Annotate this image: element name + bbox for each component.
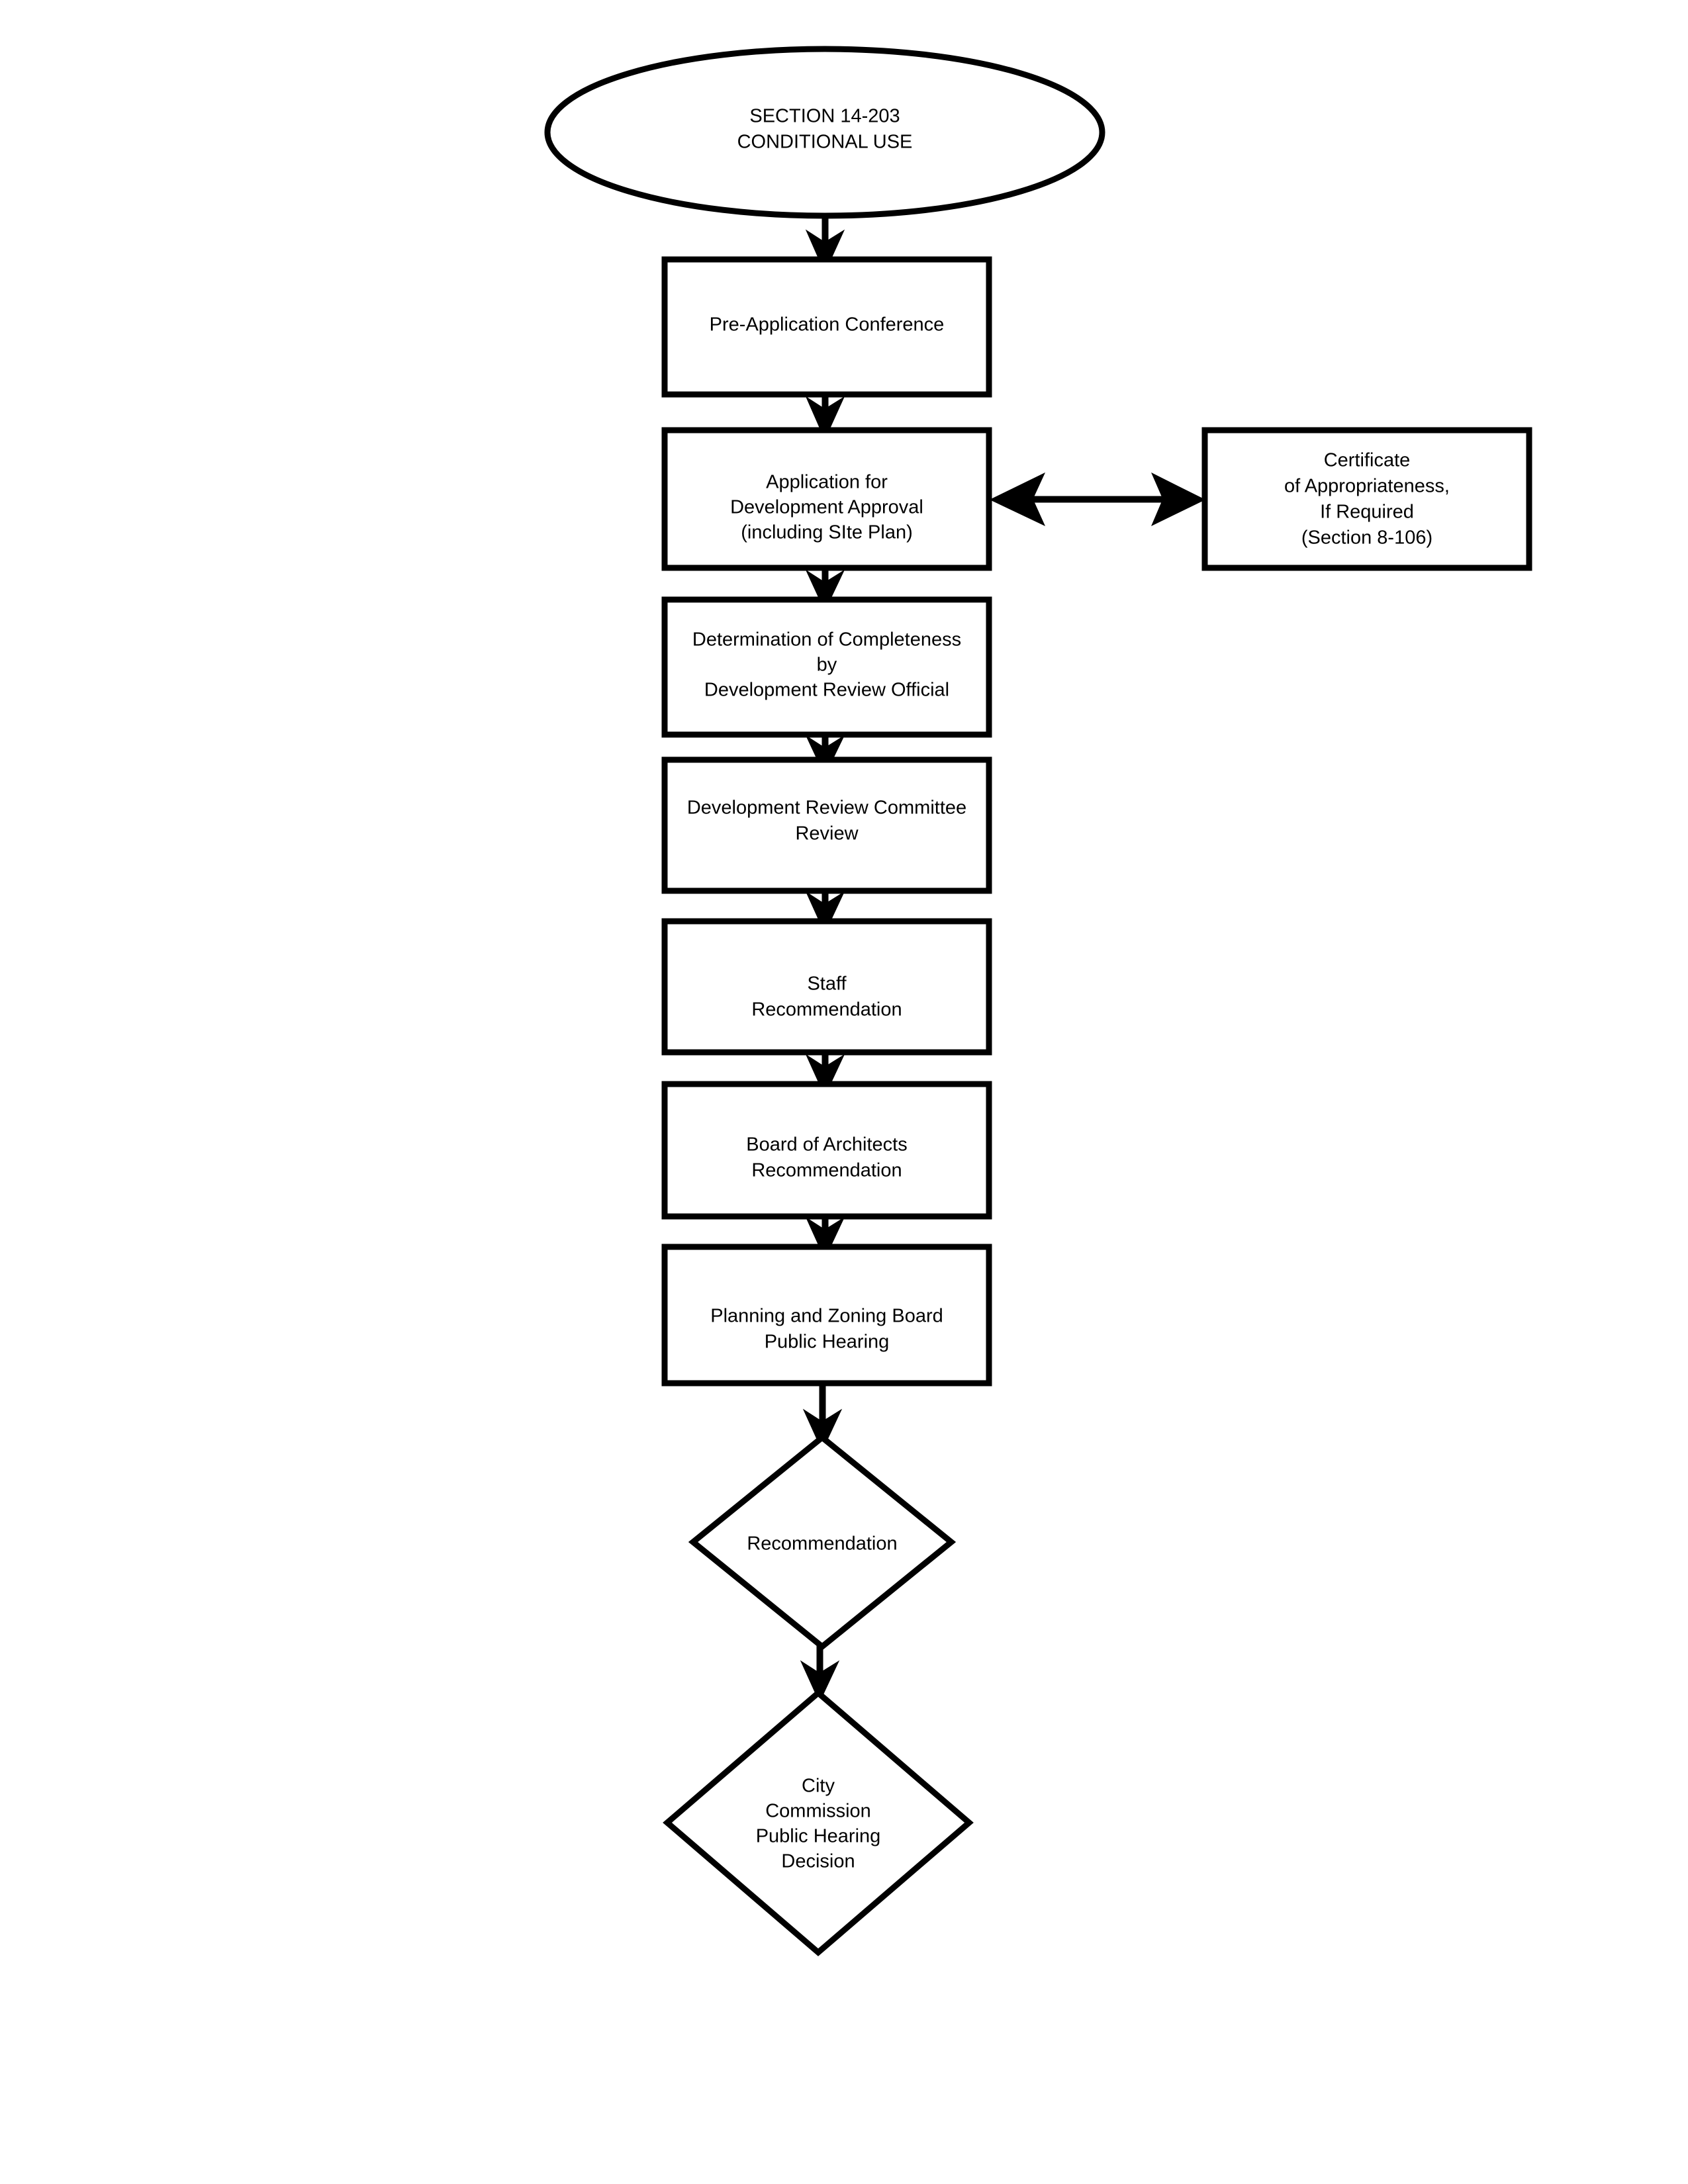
node-certificate-of-appropriateness[interactable]: Certificate of Appropriateness, If Requi…: [1201, 427, 1532, 571]
node-application-line3: (including SIte Plan): [741, 522, 913, 543]
node-pre-application-conference-line1: Pre-Application Conference: [710, 314, 945, 336]
node-planning-and-zoning-board-public-hearing[interactable]: Planning and Zoning Board Public Hearing: [661, 1244, 992, 1387]
node-certificate-line1: Certificate: [1324, 450, 1411, 471]
node-application-line1: Application for: [766, 472, 888, 493]
node-start-line1: SECTION 14-203: [749, 106, 900, 127]
node-determination-of-completeness[interactable]: Determination of Completeness by Develop…: [661, 596, 992, 738]
node-city-commission-line2: Commission: [765, 1801, 871, 1822]
node-application-line2: Development Approval: [730, 497, 923, 518]
node-city-commission-line4: Decision: [781, 1851, 855, 1872]
node-staff-recommendation-line1: Staff: [807, 974, 847, 995]
node-determination-line3: Development Review Official: [704, 680, 949, 701]
node-certificate-line2: of Appropriateness,: [1284, 476, 1450, 497]
node-certificate-line4: (Section 8-106): [1301, 527, 1432, 549]
node-board-of-architects-line1: Board of Architects: [746, 1134, 907, 1156]
node-recommendation-line1: Recommendation: [747, 1533, 897, 1555]
node-development-review-committee-line1: Development Review Committee: [687, 797, 966, 819]
node-city-commission-public-hearing-decision-diamond[interactable]: City Commission Public Hearing Decision: [663, 1689, 974, 1956]
node-city-commission-line3: Public Hearing: [756, 1826, 881, 1847]
edge-application-to-certificate-double-arrow: [989, 472, 1206, 527]
node-certificate-line3: If Required: [1320, 502, 1414, 523]
node-development-review-committee-review[interactable]: Development Review Committee Review: [661, 756, 992, 894]
node-pre-application-conference[interactable]: Pre-Application Conference: [661, 256, 992, 398]
node-development-review-committee-line2: Review: [795, 823, 859, 844]
node-start-oval[interactable]: SECTION 14-203 CONDITIONAL USE: [544, 46, 1105, 219]
node-planning-and-zoning-board-line1: Planning and Zoning Board: [710, 1306, 943, 1327]
node-board-of-architects-recommendation[interactable]: Board of Architects Recommendation: [661, 1081, 992, 1220]
node-determination-line1: Determination of Completeness: [692, 629, 961, 651]
node-start-line2: CONDITIONAL USE: [737, 132, 913, 153]
node-staff-recommendation[interactable]: Staff Recommendation: [661, 918, 992, 1056]
node-planning-and-zoning-board-line2: Public Hearing: [765, 1332, 890, 1353]
node-application-for-development-approval[interactable]: Application for Development Approval (in…: [661, 427, 992, 571]
node-board-of-architects-line2: Recommendation: [751, 1160, 902, 1181]
node-recommendation-diamond[interactable]: Recommendation: [688, 1433, 957, 1651]
node-staff-recommendation-line2: Recommendation: [751, 999, 902, 1021]
node-city-commission-line1: City: [802, 1776, 835, 1797]
node-determination-line2: by: [817, 655, 837, 676]
